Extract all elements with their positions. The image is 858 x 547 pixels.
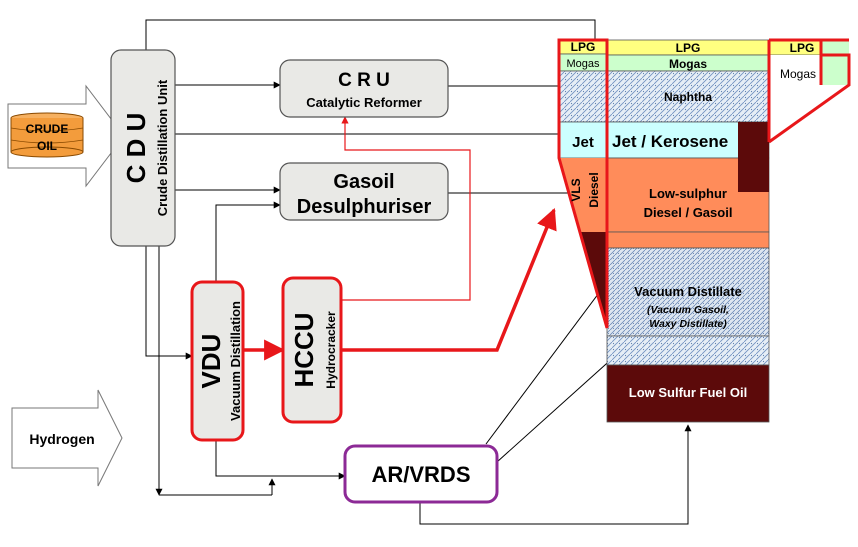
vdu-unit[interactable]: VDU Vacuum Distillation: [190, 280, 245, 442]
fuel-oil-label: Low Sulfur Fuel Oil: [629, 385, 747, 400]
hydrogen-input: Hydrogen: [11, 389, 123, 487]
jet-kerosene-label: Jet / Kerosene: [612, 132, 728, 151]
vdu-abbr: VDU: [196, 334, 226, 389]
lpg-label: LPG: [676, 41, 701, 55]
gasoil-line2: Desulphuriser: [297, 196, 432, 218]
vacuum-distillate-label: Vacuum Distillate: [634, 284, 742, 299]
cdu-unit[interactable]: C D U Crude Distillation Unit: [110, 49, 176, 247]
arvrds-abbr: AR/VRDS: [371, 462, 470, 487]
hccu-name: Hydrocracker: [324, 311, 338, 389]
lpg-right-label: LPG: [790, 41, 815, 55]
hccu-abbr: HCCU: [289, 312, 319, 387]
vdu-name: Vacuum Distillation: [228, 301, 243, 421]
ls-diesel-label-1: Low-sulphur: [649, 186, 727, 201]
cdu-abbr: C D U: [121, 113, 151, 184]
vacuum-distillate-sub2: Waxy Distillate): [649, 318, 727, 330]
gasoil-desulphuriser-unit[interactable]: Gasoil Desulphuriser: [279, 162, 449, 221]
mogas-small-label: Mogas: [566, 58, 600, 70]
ls-diesel-label-2: Diesel / Gasoil: [644, 205, 733, 220]
diesel-small-label: Diesel: [587, 172, 601, 207]
vls-label: VLS: [569, 178, 583, 201]
arvrds-unit[interactable]: AR/VRDS: [343, 444, 499, 504]
lpg-mogas-taper: LPG Mogas: [767, 38, 851, 144]
product-column: LPG Mogas Naphtha Jet / Kerosene Low-sul…: [606, 39, 770, 423]
cdu-name: Crude Distillation Unit: [155, 79, 170, 216]
lpg-small-label: LPG: [571, 40, 596, 54]
mogas-label: Mogas: [669, 57, 707, 71]
gasoil-line1: Gasoil: [333, 171, 394, 193]
cru-abbr: C R U: [338, 70, 390, 91]
hydrocracker-lines: [243, 116, 557, 361]
crude-oil-label: OIL: [37, 139, 57, 153]
jet-small-label: Jet: [572, 134, 594, 151]
mogas-right-label: Mogas: [780, 67, 816, 81]
crude-oil-label: CRUDE: [26, 122, 69, 136]
crude-oil-input: CRUDE OIL: [7, 84, 125, 188]
hccu-unit[interactable]: HCCU Hydrocracker: [281, 276, 343, 424]
naphtha-label: Naphtha: [664, 90, 712, 104]
cru-name: Catalytic Reformer: [306, 95, 422, 110]
vacuum-distillate-sub1: (Vacuum Gasoil,: [647, 304, 729, 316]
hydrogen-label: Hydrogen: [29, 431, 94, 447]
vls-diesel-taper: LPG Mogas Jet VLS Diesel: [557, 38, 609, 329]
cru-unit[interactable]: C R U Catalytic Reformer: [279, 59, 449, 118]
